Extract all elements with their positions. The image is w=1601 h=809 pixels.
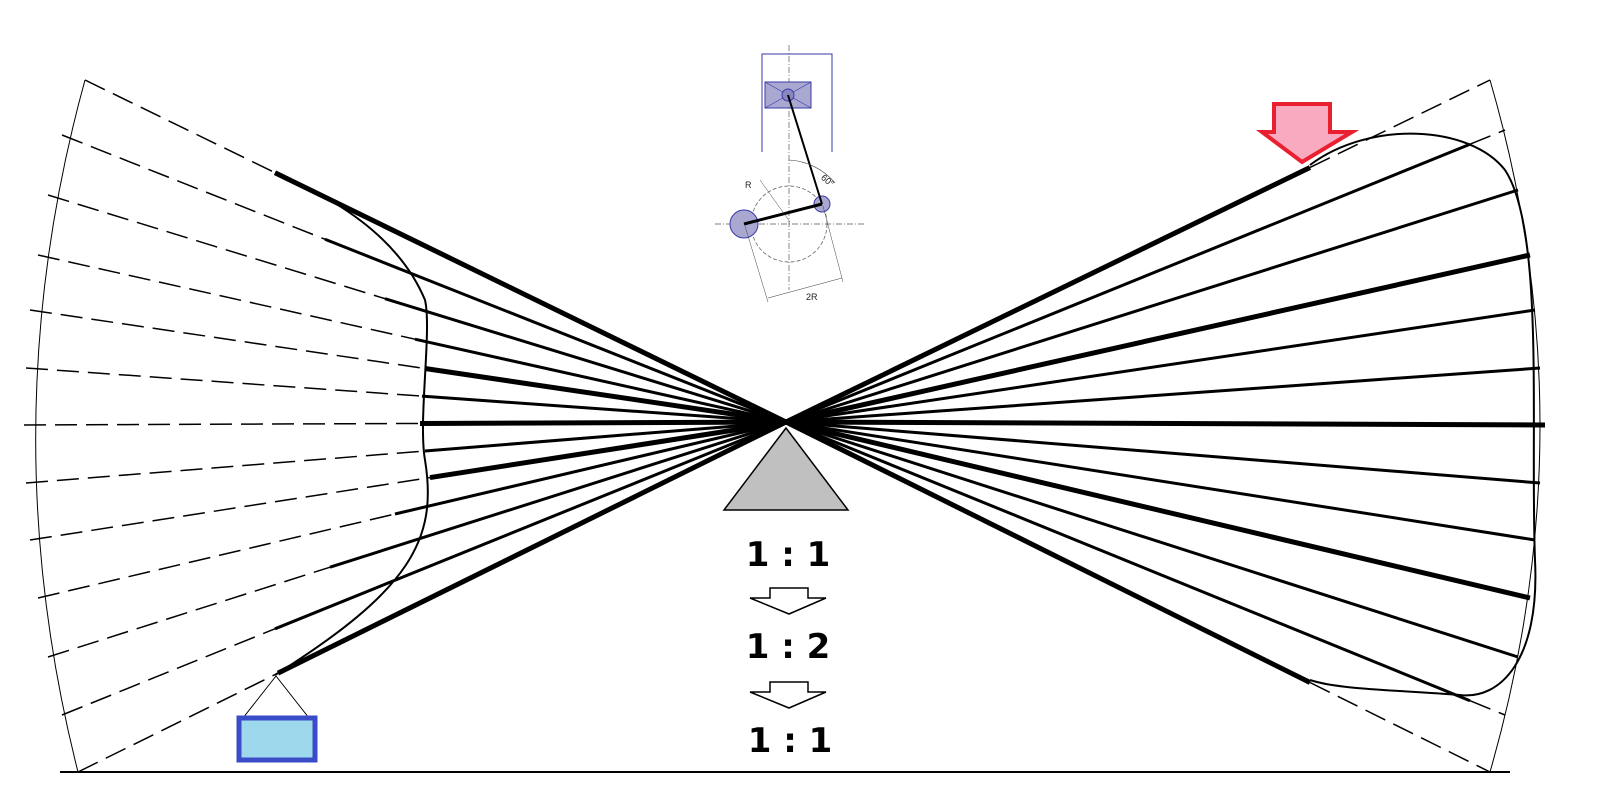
left-fan-solid-line xyxy=(273,170,788,425)
ratio-text-3: 1 : 1 xyxy=(748,721,833,761)
left-fan-solid-line xyxy=(276,419,788,676)
ratio-text-1: 1 : 1 xyxy=(746,535,831,575)
left-fan-solid-line xyxy=(394,420,787,516)
right-fan-solid-line xyxy=(785,366,1541,424)
crank-mechanism-inset: R 60° 2R xyxy=(715,45,865,303)
right-fan-dashed-line xyxy=(1309,79,1491,169)
right-fan-solid-line xyxy=(785,188,1519,424)
diameter-label: 2R xyxy=(806,292,818,302)
left-fan-solid-line xyxy=(429,419,787,481)
right-fan-solid-line xyxy=(785,420,1519,659)
weight-box xyxy=(236,715,318,763)
radius-label: R xyxy=(745,180,752,190)
left-boundary-arc xyxy=(35,79,86,773)
right-fan-dashed-line xyxy=(1469,700,1506,716)
right-fan-solid-line xyxy=(785,420,1471,703)
left-fan-lines xyxy=(23,79,788,773)
left-fan-solid-line xyxy=(324,237,787,424)
right-fan-dashed-line xyxy=(1469,129,1506,145)
left-fan-solid-line xyxy=(274,420,787,631)
right-fan-lines xyxy=(784,79,1546,773)
left-fan-solid-line xyxy=(424,420,787,453)
left-fan-solid-line xyxy=(329,420,787,569)
left-fan-solid-line xyxy=(414,337,787,424)
left-cam-curve xyxy=(274,172,429,676)
right-fan-solid-line xyxy=(784,165,1312,425)
left-fan-solid-line xyxy=(421,394,787,424)
right-fan-solid-line xyxy=(785,419,1531,601)
right-fan-solid-line xyxy=(785,420,1536,542)
left-fan-solid-line xyxy=(424,366,787,425)
left-fan-solid-line xyxy=(384,297,787,424)
right-fan-solid-line xyxy=(784,419,1312,685)
load-arrow-icon xyxy=(1256,102,1360,165)
down-arrow-icon-2 xyxy=(749,681,827,709)
right-fan-solid-line xyxy=(785,420,1541,485)
right-fan-solid-line xyxy=(785,142,1471,424)
angle-label: 60° xyxy=(819,172,836,189)
right-fan-solid-line xyxy=(785,308,1536,424)
right-fan-solid-line xyxy=(785,419,1546,428)
right-boundary-arc xyxy=(1489,79,1541,773)
ratio-text-2: 1 : 2 xyxy=(746,627,831,667)
right-fan-dashed-line xyxy=(1309,681,1491,773)
right-fan-solid-line xyxy=(785,252,1531,425)
down-arrow-icon-1 xyxy=(749,587,827,615)
weight-hanger xyxy=(242,675,310,719)
right-cam-curve xyxy=(1309,132,1537,697)
fulcrum-triangle xyxy=(722,426,850,511)
left-fan-solid-line xyxy=(419,419,787,426)
